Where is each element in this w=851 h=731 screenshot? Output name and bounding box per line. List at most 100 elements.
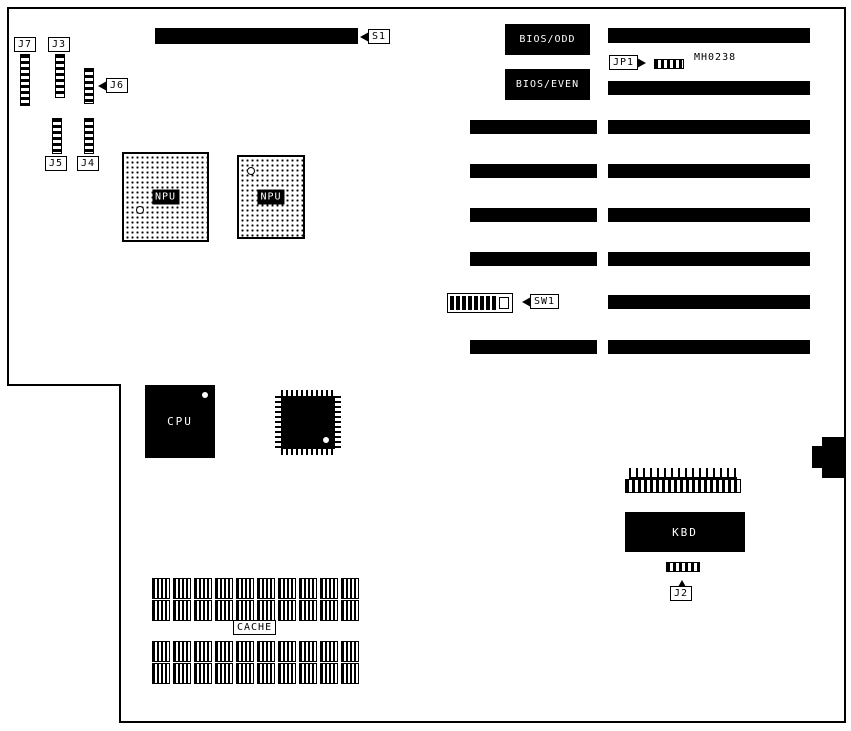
expansion-slot <box>608 252 810 266</box>
label-j2: J2 <box>670 580 693 601</box>
cache-chip <box>236 578 254 599</box>
pin1-dot-icon <box>202 392 208 398</box>
expansion-slot <box>470 340 597 354</box>
cache-chip <box>215 663 233 684</box>
label-j3-text: J3 <box>52 39 67 50</box>
label-npu1: NPU <box>151 189 180 205</box>
cache-chip <box>257 578 275 599</box>
cache-chip <box>194 600 212 621</box>
jumper-j7 <box>20 54 30 106</box>
label-j7: J7 <box>14 37 37 52</box>
cache-chip <box>278 578 296 599</box>
jumper-jp1 <box>654 59 684 69</box>
pin1-dot-icon <box>323 437 329 443</box>
cache-chip <box>341 663 359 684</box>
cache-chip <box>341 600 359 621</box>
arrow-left-icon <box>98 80 107 91</box>
cache-chip <box>173 578 191 599</box>
cache-chip <box>236 663 254 684</box>
cache-chip <box>278 641 296 662</box>
cache-chip <box>278 600 296 621</box>
cache-chip <box>341 578 359 599</box>
cache-chip <box>173 641 191 662</box>
label-j2-text: J2 <box>674 588 689 599</box>
expansion-slot <box>608 120 810 134</box>
cache-chip <box>299 641 317 662</box>
jumper-j5 <box>52 118 62 154</box>
slot-s1 <box>155 28 358 44</box>
expansion-slot <box>608 208 810 222</box>
cache-bank-row <box>152 641 359 662</box>
npu-socket-2: NPU <box>237 155 305 239</box>
label-bios-even: BIOS/EVEN <box>515 79 580 90</box>
expansion-slot <box>608 295 810 309</box>
label-cpu: CPU <box>167 415 193 428</box>
qfp-body <box>281 396 335 449</box>
cache-chip <box>299 663 317 684</box>
cache-chip <box>173 600 191 621</box>
cache-bank-row <box>152 600 359 621</box>
cache-chip <box>236 600 254 621</box>
cache-chip <box>299 600 317 621</box>
label-j4: J4 <box>77 156 100 171</box>
label-j5: J5 <box>45 156 68 171</box>
qfp-pins-right <box>335 396 341 449</box>
pin1-dot-icon <box>247 167 255 175</box>
cache-chip <box>320 600 338 621</box>
cache-chip <box>320 663 338 684</box>
dip-switch-sw1 <box>447 293 513 313</box>
label-j7-text: J7 <box>18 39 33 50</box>
cache-chip <box>152 641 170 662</box>
cache-chip <box>257 641 275 662</box>
arrow-left-icon <box>522 296 531 307</box>
arrow-left-icon <box>360 31 369 42</box>
label-sw1-text: SW1 <box>534 296 556 307</box>
cache-chip <box>194 578 212 599</box>
cache-chip <box>320 578 338 599</box>
qfp-pins-left <box>275 396 281 449</box>
label-j6: J6 <box>98 78 129 93</box>
cache-chip <box>152 663 170 684</box>
cache-chip <box>215 600 233 621</box>
edge-connector-tab <box>812 446 824 468</box>
label-jp1: JP1 <box>609 55 647 70</box>
pin-header-body <box>625 479 741 493</box>
expansion-slot <box>608 340 810 354</box>
label-sw1: SW1 <box>522 294 560 309</box>
cache-chip <box>278 663 296 684</box>
jumper-j6 <box>84 68 94 104</box>
label-npu2: NPU <box>257 189 285 205</box>
cache-chip <box>236 641 254 662</box>
cache-chip <box>341 641 359 662</box>
label-cache: CACHE <box>233 620 277 635</box>
label-s1: S1 <box>360 29 391 44</box>
label-kbd: KBD <box>672 525 698 539</box>
label-bios-odd: BIOS/ODD <box>519 34 576 45</box>
label-jp1-text: JP1 <box>613 57 635 68</box>
label-s1-text: S1 <box>372 31 387 42</box>
qfp-pins-top <box>281 390 335 396</box>
cache-chip <box>152 578 170 599</box>
expansion-slot <box>608 81 810 95</box>
expansion-slot <box>608 28 810 43</box>
dip-switch-open-position <box>499 297 509 309</box>
cache-chip <box>194 641 212 662</box>
label-j4-text: J4 <box>81 158 96 169</box>
cache-chip <box>257 663 275 684</box>
qfp-pins-bottom <box>281 449 335 455</box>
pin1-dot-icon <box>136 206 144 214</box>
label-mh0238: MH0238 <box>694 52 737 63</box>
pin-header-pins <box>629 468 737 479</box>
arrow-right-icon <box>637 57 647 68</box>
chip-bios-odd: BIOS/ODD <box>505 24 590 55</box>
label-j6-text: J6 <box>110 80 125 91</box>
expansion-slot <box>470 120 597 134</box>
chip-bios-even: BIOS/EVEN <box>505 69 590 100</box>
dip-switch-positions <box>450 296 496 310</box>
cache-chip <box>215 641 233 662</box>
expansion-slot <box>608 164 810 178</box>
chip-cpu: CPU <box>145 385 215 458</box>
label-j3: J3 <box>48 37 71 52</box>
